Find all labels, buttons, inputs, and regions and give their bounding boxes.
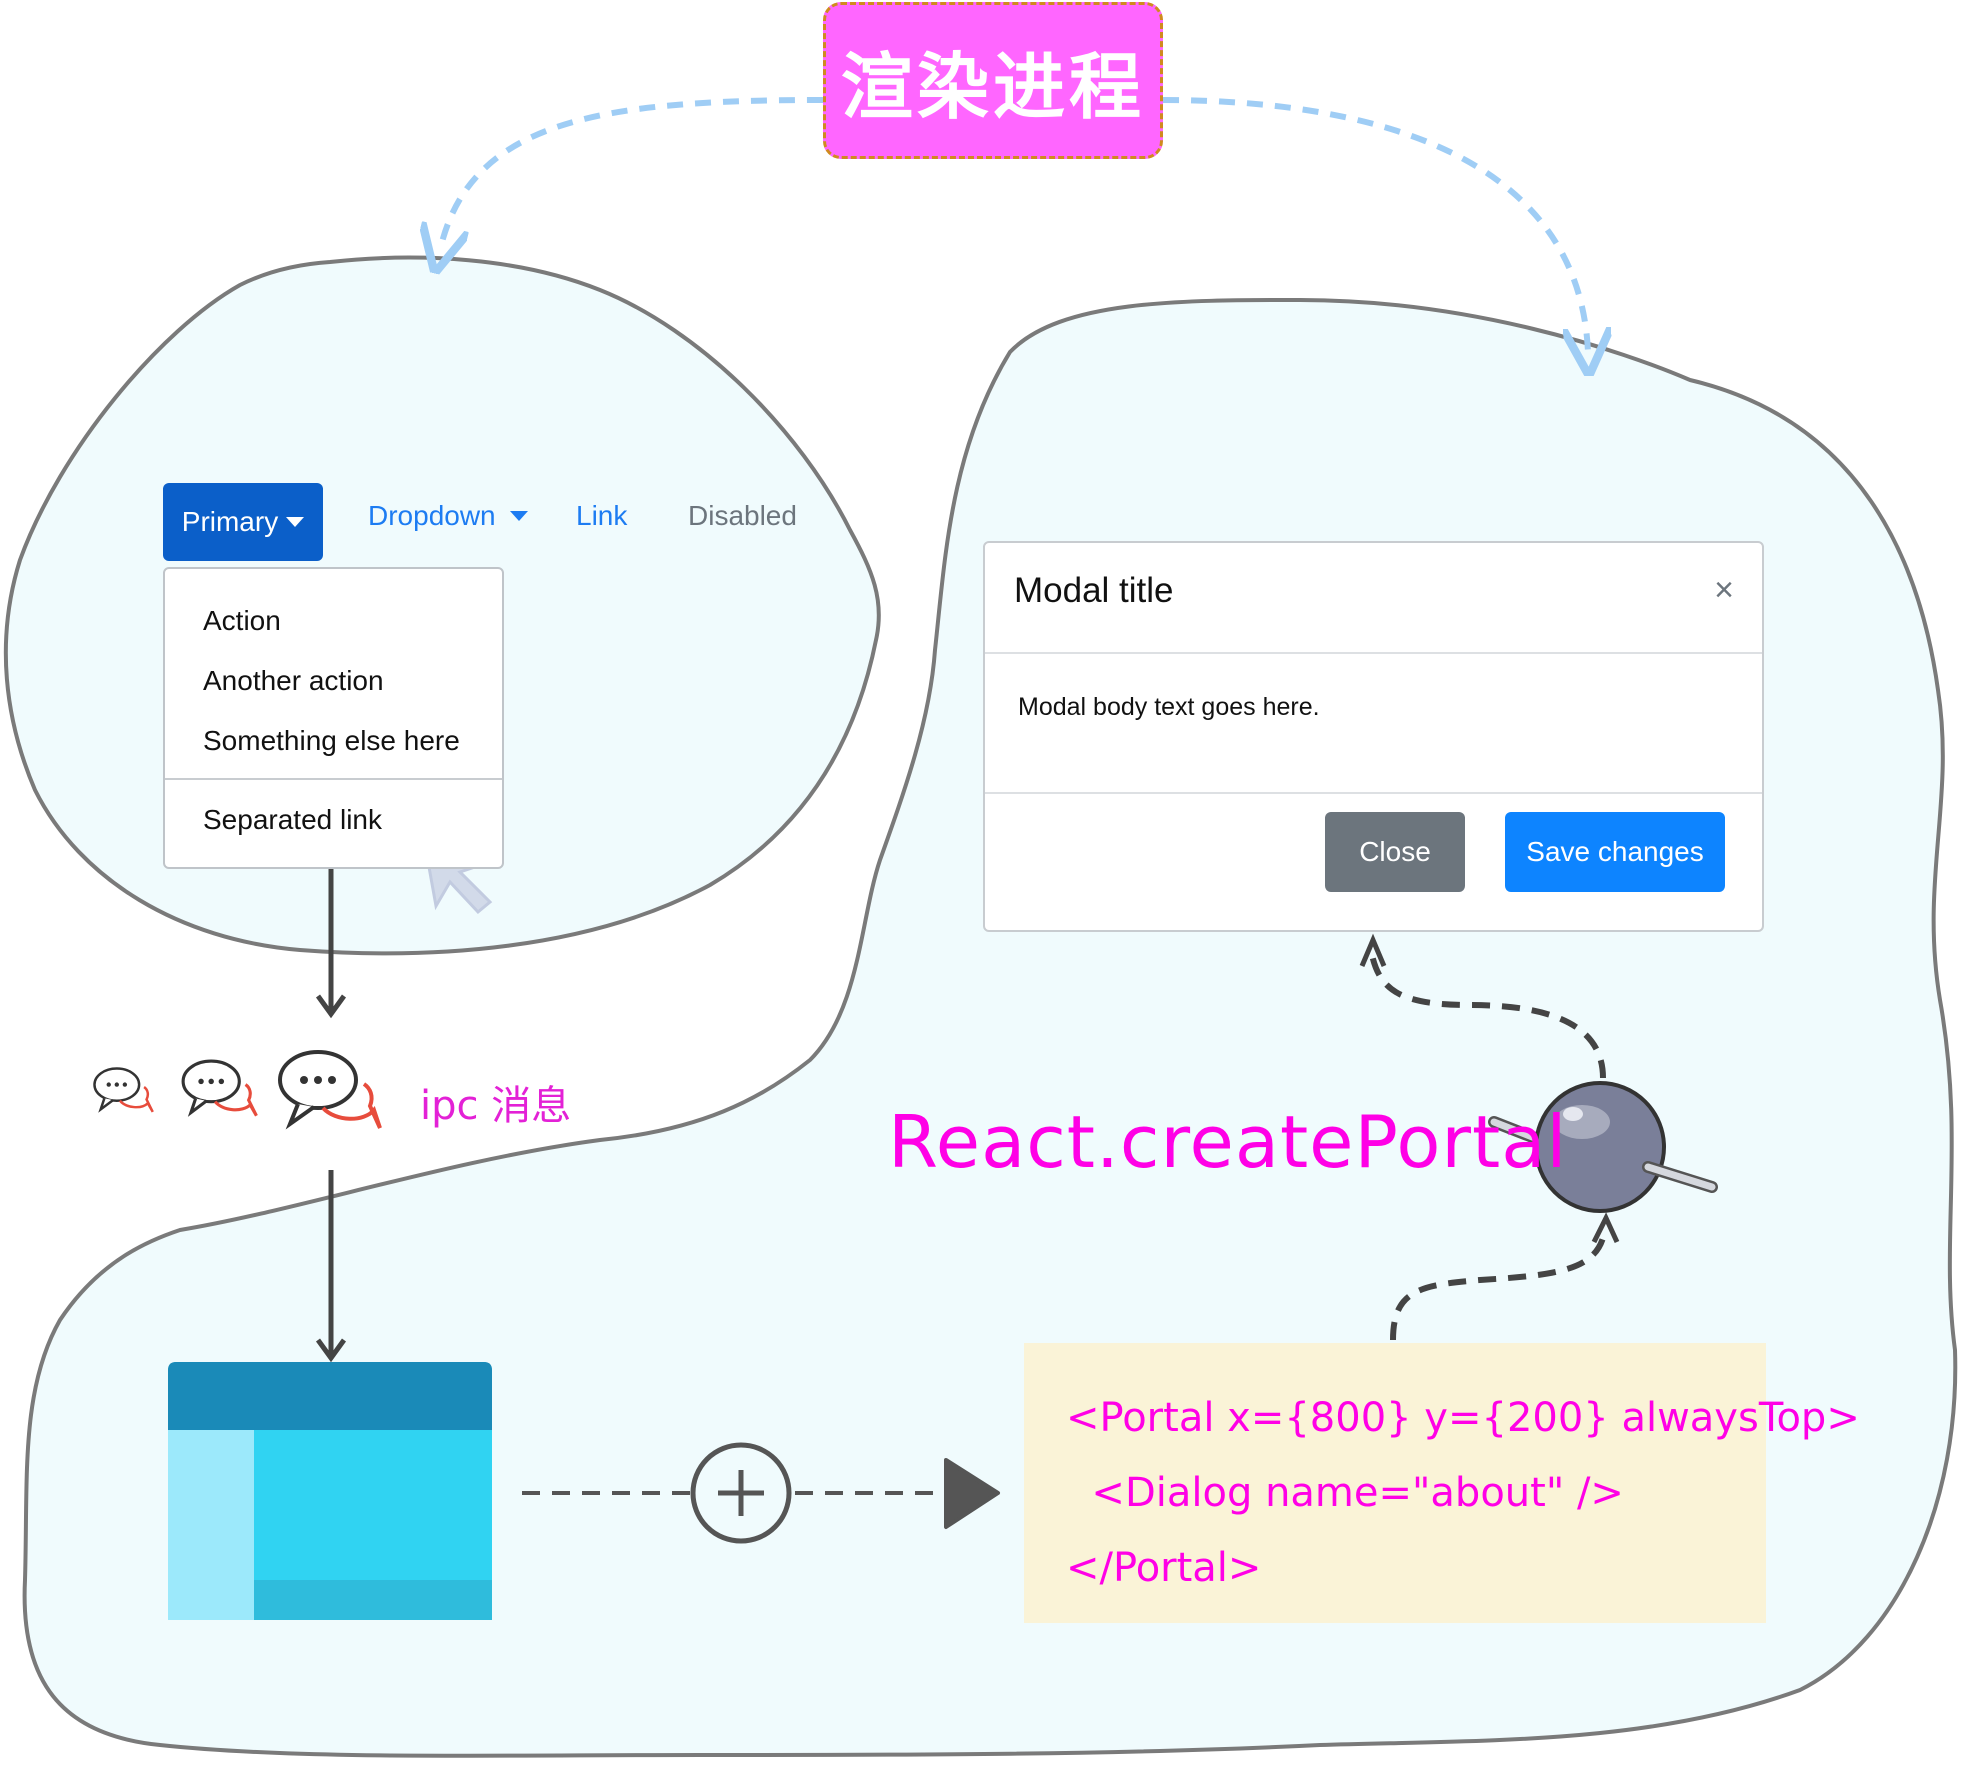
title-text: 渲染进程 (840, 45, 1145, 129)
arrow-menu-to-ipc-head (315, 994, 347, 1019)
save-changes-button[interactable]: Save changes (1505, 812, 1725, 892)
code-line: </Portal> (1066, 1545, 1262, 1591)
chat-bubbles-icon (93, 1050, 382, 1130)
chevron-down-icon (509, 511, 528, 521)
add-circle-icon (690, 1442, 792, 1544)
nav-dropdown-label: Dropdown (368, 500, 496, 531)
arrow-ipc-to-window-head (315, 1338, 347, 1363)
menu-item-action[interactable]: Action (203, 605, 281, 636)
portal-to-modal-arrow (1369, 954, 1606, 1079)
modal-dialog: Modal title × Modal body text goes here.… (983, 541, 1764, 932)
menu-divider (165, 778, 502, 780)
menu-item-another-action[interactable]: Another action (203, 665, 384, 696)
ipc-message-label: ipc 消息 (420, 1083, 572, 1129)
modal-title: Modal title (1014, 571, 1174, 610)
close-icon[interactable]: × (1714, 571, 1734, 609)
nav-disabled-link: Disabled (688, 500, 797, 531)
menu-item-something-else[interactable]: Something else here (203, 725, 460, 756)
chevron-down-icon (286, 517, 305, 527)
portal-to-modal-arrow-head (1359, 933, 1387, 967)
code-line: <Dialog name="about" /> (1066, 1470, 1624, 1516)
modal-footer-divider (985, 792, 1762, 794)
react-create-portal-label: React.createPortal (888, 1100, 1568, 1184)
title-link-right (1162, 97, 1588, 352)
title-link-left (440, 97, 824, 250)
window-icon (168, 1362, 492, 1620)
dropdown-menu: Action Another action Something else her… (163, 567, 504, 869)
portal-code-box: <Portal x={800} y={200} alwaysTop> <Dial… (1024, 1343, 1860, 1623)
close-button[interactable]: Close (1325, 812, 1465, 892)
primary-button-label: Primary (181, 506, 279, 537)
code-to-portal-arrow-head (1591, 1212, 1620, 1244)
menu-item-separated-link[interactable]: Separated link (203, 804, 383, 835)
code-line: <Portal x={800} y={200} alwaysTop> (1066, 1395, 1860, 1441)
nav-dropdown-link[interactable]: Dropdown (368, 500, 528, 532)
renderer-process-title: 渲染进程 (823, 2, 1163, 159)
portal-sphere-icon (1488, 1081, 1718, 1213)
nav-link[interactable]: Link (576, 500, 628, 531)
code-to-portal-arrow (1390, 1227, 1608, 1341)
primary-dropdown-button[interactable]: Primary (163, 483, 323, 561)
modal-header-divider (985, 652, 1762, 654)
modal-body-text: Modal body text goes here. (1018, 693, 1320, 721)
play-arrow-icon (944, 1458, 1000, 1529)
